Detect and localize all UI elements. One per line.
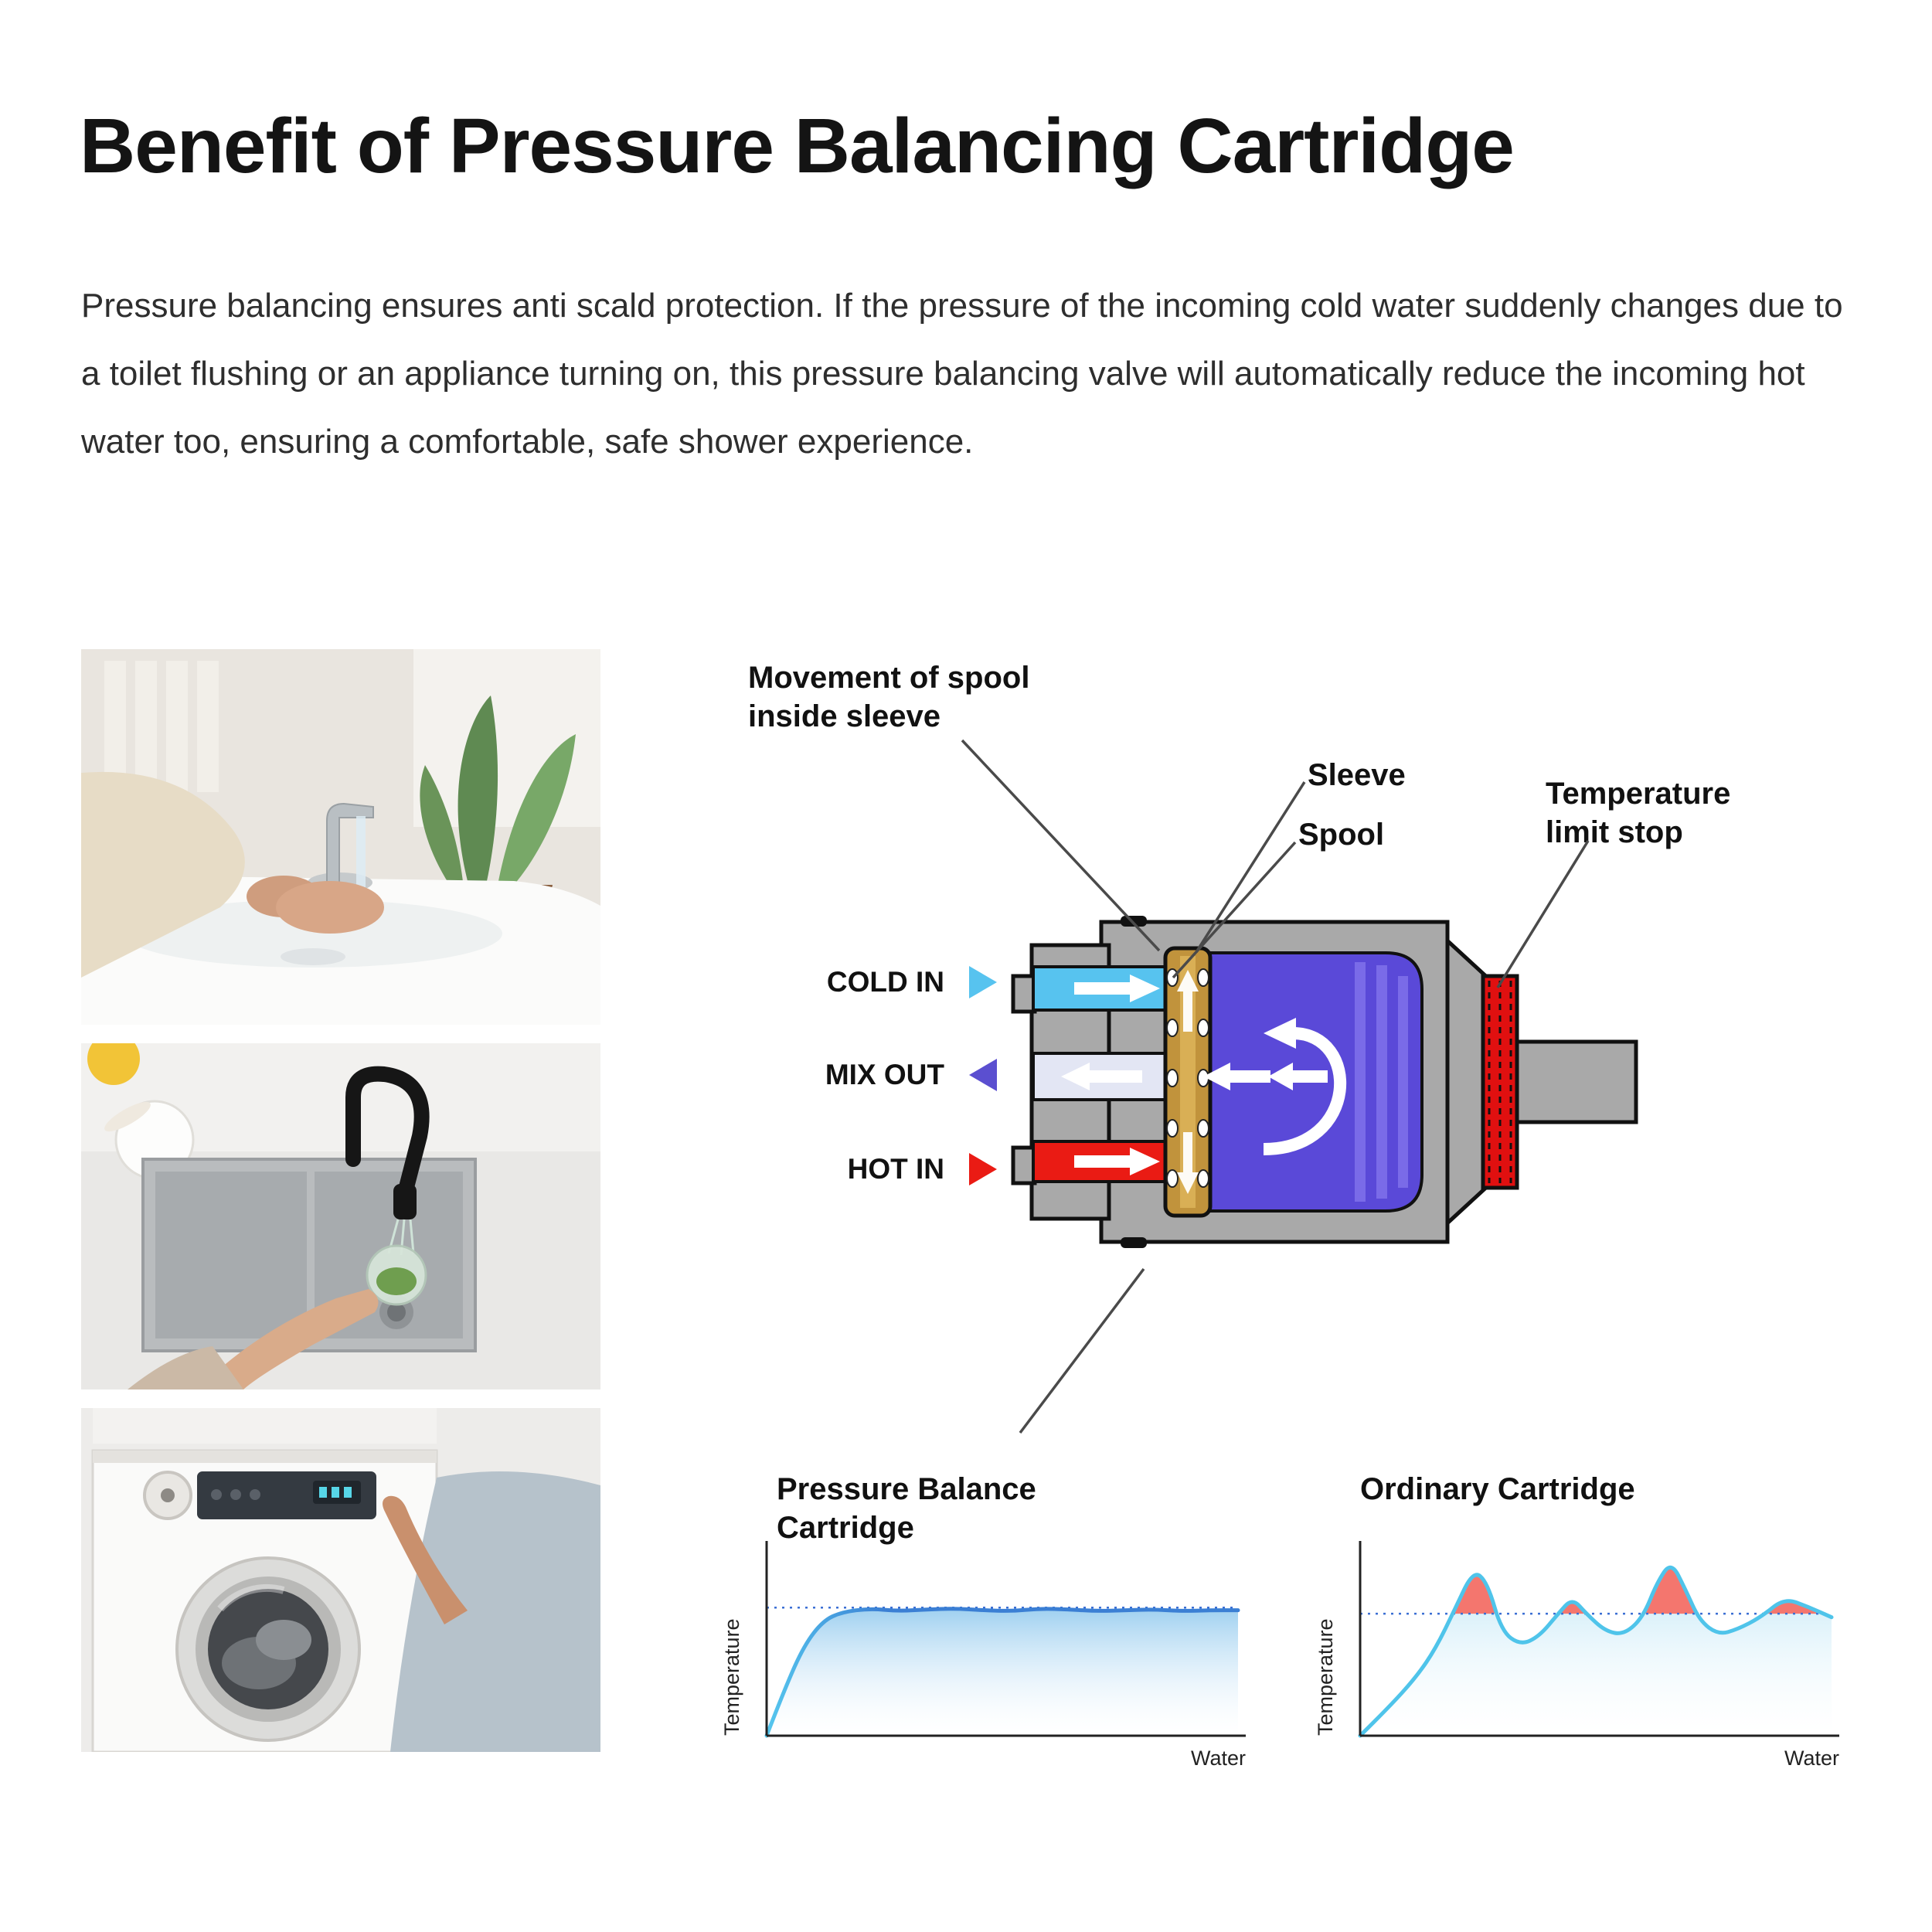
- bottom-seal: [1121, 1237, 1147, 1248]
- photo-kitchen-faucet: [81, 1043, 600, 1389]
- basin-inner-shape: [124, 900, 502, 968]
- washer-door-shape: [175, 1556, 361, 1742]
- flow-arrows: [1061, 975, 1347, 1175]
- ordinary-cartridge-chart: Temperature Water: [1314, 1541, 1839, 1768]
- dryer-base-shape: [93, 1408, 437, 1444]
- dial-shape: [143, 1471, 192, 1520]
- soap-dish-shape: [281, 948, 345, 965]
- top-seal: [1121, 916, 1147, 927]
- hand-washing-illustration: [81, 649, 600, 1025]
- person-arm-shape: [383, 1495, 468, 1624]
- cold-port: [1011, 974, 1037, 1014]
- sleeve-label: Sleeve: [1308, 758, 1406, 792]
- spool-up-arrow: [1177, 970, 1199, 1032]
- hands-shape: [276, 881, 384, 934]
- movement-of-spool-label: Movement of spool inside sleeve: [748, 661, 1030, 733]
- spool-down-arrow: [1177, 1132, 1199, 1194]
- spool-label: Spool: [1298, 818, 1385, 852]
- mix-out-label: MIX OUT: [825, 1059, 944, 1090]
- person-shirt-shape: [390, 1471, 600, 1752]
- cold-in-label: COLD IN: [826, 966, 944, 998]
- hot-in-arrow-icon: [969, 1153, 997, 1185]
- cartridge-stem: [1509, 1039, 1638, 1124]
- cold-in-row: COLD IN: [738, 966, 997, 998]
- lemon-shape: [87, 1043, 140, 1085]
- washing-machine-illustration: [81, 1408, 600, 1752]
- kitchen-faucet-illustration: [81, 1043, 600, 1389]
- x-axis-label: Water: [1784, 1747, 1839, 1768]
- ordinary-chart-title: Ordinary Cartridge: [1360, 1472, 1635, 1506]
- greens-shape: [376, 1267, 417, 1295]
- y-axis-label: Temperature: [1314, 1618, 1337, 1736]
- temperature-limit-stop-ring: [1481, 974, 1519, 1190]
- spool-sleeve: [1163, 946, 1213, 1218]
- hot-in-label: HOT IN: [847, 1153, 944, 1185]
- photo-washing-machine: [81, 1408, 600, 1752]
- pressure-balance-chart-title: Pressure Balance Cartridge: [777, 1472, 1036, 1545]
- hot-in-row: HOT IN: [738, 1153, 997, 1185]
- cuff-shape: [128, 1346, 243, 1389]
- control-panel-shape: [197, 1471, 376, 1519]
- arm-shape: [197, 1289, 379, 1389]
- cold-in-arrow-icon: [969, 966, 997, 998]
- black-faucet-shape: [345, 1066, 430, 1256]
- pressure-balance-chart: Temperature Water: [720, 1541, 1246, 1768]
- x-axis-label: Water: [1191, 1747, 1246, 1768]
- y-axis-label: Temperature: [720, 1618, 743, 1736]
- water-stream-shape: [356, 816, 366, 887]
- photo-hand-washing: [81, 649, 600, 1025]
- sleeve-arm-shape: [81, 771, 245, 978]
- radiator-shape: [104, 661, 219, 792]
- chart-callout-line: [1019, 1267, 1145, 1434]
- cartridge-diagram: [1011, 916, 1638, 1248]
- page-title: Benefit of Pressure Balancing Cartridge: [80, 103, 1515, 189]
- mix-out-arrow-icon: [969, 1059, 997, 1091]
- mix-out-row: MIX OUT: [738, 1059, 997, 1091]
- temperature-limit-stop-label: Temperature limit stop: [1546, 777, 1731, 849]
- hot-port: [1011, 1145, 1037, 1185]
- intro-paragraph: Pressure balancing ensures anti scald pr…: [81, 287, 1843, 461]
